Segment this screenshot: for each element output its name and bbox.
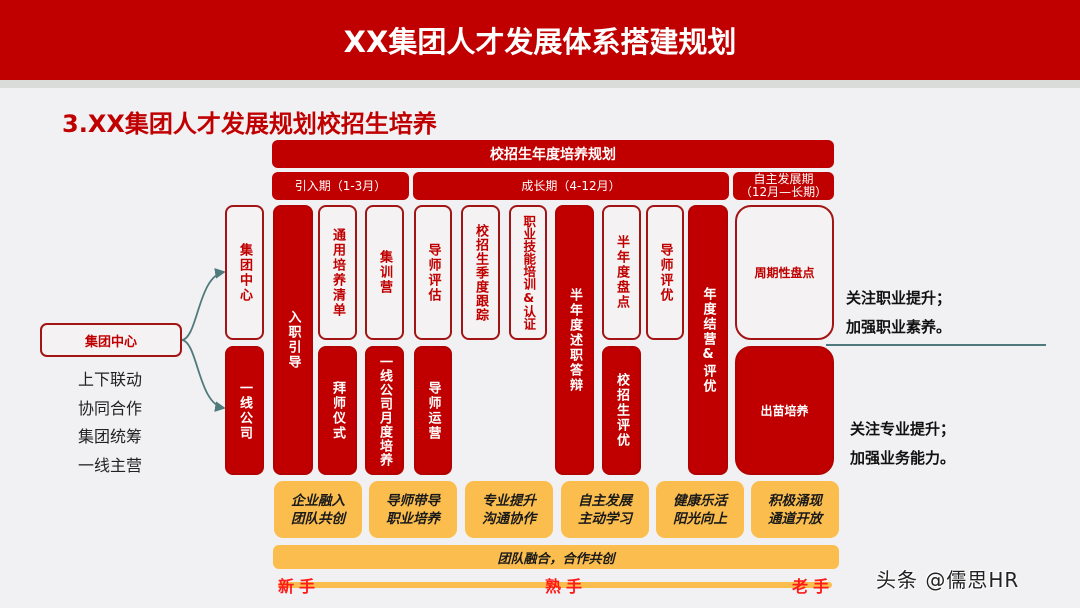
col-training-camp-label: 集训营 — [377, 250, 392, 295]
phase-intro: 引入期（1-3月） — [272, 172, 409, 200]
col-quarterly-tracking: 校招生季度跟踪 — [461, 205, 500, 340]
watermark: 头条 @儒思HR — [876, 568, 1020, 592]
col-monthly-training-label: 一线公司月度培养 — [377, 354, 392, 467]
col-graduate-award-label: 校招生评优 — [614, 373, 629, 448]
col-annual-graduation-award: 年度结营&评优 — [688, 205, 728, 475]
value-box: 健康乐活 阳光向上 — [656, 481, 744, 538]
col-mentor-ceremony: 拜师仪式 — [318, 346, 357, 475]
value-line: 导师带导 — [386, 492, 440, 509]
branch-group-center-label: 集团中心 — [237, 242, 252, 303]
col-onboarding-label: 入职引导 — [285, 310, 301, 370]
note-professionalism: 关注职业提升； 加强职业素养。 — [846, 284, 951, 342]
col-half-year-inventory: 半年度盘点 — [602, 205, 641, 340]
value-line: 通道开放 — [768, 510, 822, 527]
value-box: 企业融入 团队共创 — [274, 481, 362, 538]
value-box: 积极涌现 通道开放 — [751, 481, 839, 538]
col-half-year-review: 半年度述职答辩 — [555, 205, 594, 475]
branch-arrows-icon — [181, 268, 226, 412]
phase-self-development-line1: 自主发展期 — [753, 172, 814, 186]
stage-novice: 新手 — [278, 577, 321, 596]
col-mentor-award: 导师评优 — [646, 205, 684, 340]
phase-self-development: 自主发展期 （12月—长期） — [733, 172, 834, 200]
hub-note: 集团统筹 — [78, 427, 143, 446]
hub-note: 一线主营 — [78, 455, 143, 475]
col-general-training-list: 通用培养清单 — [318, 205, 357, 340]
col-talent-cultivation: 出苗培养 — [735, 346, 834, 475]
section-title: 3.XX集团人才发展规划校招生培养 — [62, 110, 437, 138]
col-graduate-award: 校招生评优 — [602, 346, 641, 475]
value-box: 自主发展 主动学习 — [561, 481, 649, 538]
col-periodic-inventory: 周期性盘点 — [735, 205, 834, 340]
branch-frontline-company-label: 一线公司 — [237, 380, 252, 441]
hub-note: 协同合作 — [78, 398, 143, 418]
stage-veteran: 老手 — [792, 577, 835, 596]
col-half-year-review-label: 半年度述职答辩 — [567, 287, 582, 393]
phase-self-development-line2: （12月—长期） — [739, 185, 828, 199]
value-line: 积极涌现 — [768, 492, 822, 509]
progress-line — [278, 582, 832, 588]
value-line: 企业融入 — [291, 492, 345, 509]
value-line: 职业培养 — [386, 510, 440, 527]
hub-notes: 上下联动 协同合作 集团统筹 一线主营 — [78, 366, 142, 480]
phase-growth: 成长期（4-12月） — [413, 172, 729, 200]
note-line: 关注职业提升； — [846, 289, 952, 307]
col-training-camp: 集训营 — [365, 205, 404, 340]
value-line: 主动学习 — [578, 510, 632, 527]
header-divider — [0, 80, 1080, 88]
plan-banner: 校招生年度培养规划 — [272, 140, 834, 168]
value-line: 团队共创 — [291, 510, 345, 527]
col-skill-training-certification: 职业技能培训&认证 — [509, 205, 547, 340]
value-line: 阳光向上 — [673, 510, 727, 527]
hub-group-center: 集团中心 — [40, 323, 182, 357]
col-mentor-assessment: 导师评估 — [414, 205, 452, 340]
note-line: 关注专业提升； — [850, 420, 956, 438]
col-periodic-inventory-label: 周期性盘点 — [754, 266, 815, 280]
col-annual-graduation-award-label: 年度结营&评优 — [700, 286, 716, 394]
value-box: 专业提升 沟通协作 — [465, 481, 553, 538]
value-line: 健康乐活 — [673, 492, 727, 509]
hub-note: 上下联动 — [78, 370, 143, 389]
value-line: 沟通协作 — [482, 510, 536, 527]
foundation-bar: 团队融合，合作共创 — [273, 545, 839, 569]
col-monthly-training: 一线公司月度培养 — [365, 346, 404, 475]
col-onboarding: 入职引导 — [273, 205, 313, 475]
col-quarterly-tracking-label: 校招生季度跟踪 — [473, 223, 488, 322]
header-bar: XX集团人才发展体系搭建规划 — [0, 0, 1080, 80]
note-line: 加强业务能力。 — [850, 449, 956, 467]
value-line: 自主发展 — [578, 492, 632, 509]
col-mentor-operation-label: 导师运营 — [425, 380, 441, 441]
col-general-training-list-label: 通用培养清单 — [330, 227, 345, 318]
col-skill-training-certification-label: 职业技能培训&认证 — [521, 215, 537, 330]
col-mentor-operation: 导师运营 — [414, 346, 452, 475]
col-talent-cultivation-label: 出苗培养 — [760, 404, 809, 418]
col-mentor-ceremony-label: 拜师仪式 — [330, 380, 345, 441]
note-business-ability: 关注专业提升； 加强业务能力。 — [850, 415, 955, 473]
note-line: 加强职业素养。 — [846, 318, 952, 336]
notes-divider — [826, 344, 1046, 346]
branch-group-center: 集团中心 — [225, 205, 264, 340]
value-line: 专业提升 — [482, 492, 536, 509]
col-mentor-assessment-label: 导师评估 — [425, 242, 441, 303]
branch-frontline-company: 一线公司 — [225, 346, 264, 475]
stage-skilled: 熟手 — [545, 577, 588, 596]
col-mentor-award-label: 导师评优 — [657, 242, 673, 303]
page-title: XX集团人才发展体系搭建规划 — [343, 25, 737, 59]
value-box: 导师带导 职业培养 — [369, 481, 457, 538]
col-half-year-inventory-label: 半年度盘点 — [614, 235, 629, 310]
